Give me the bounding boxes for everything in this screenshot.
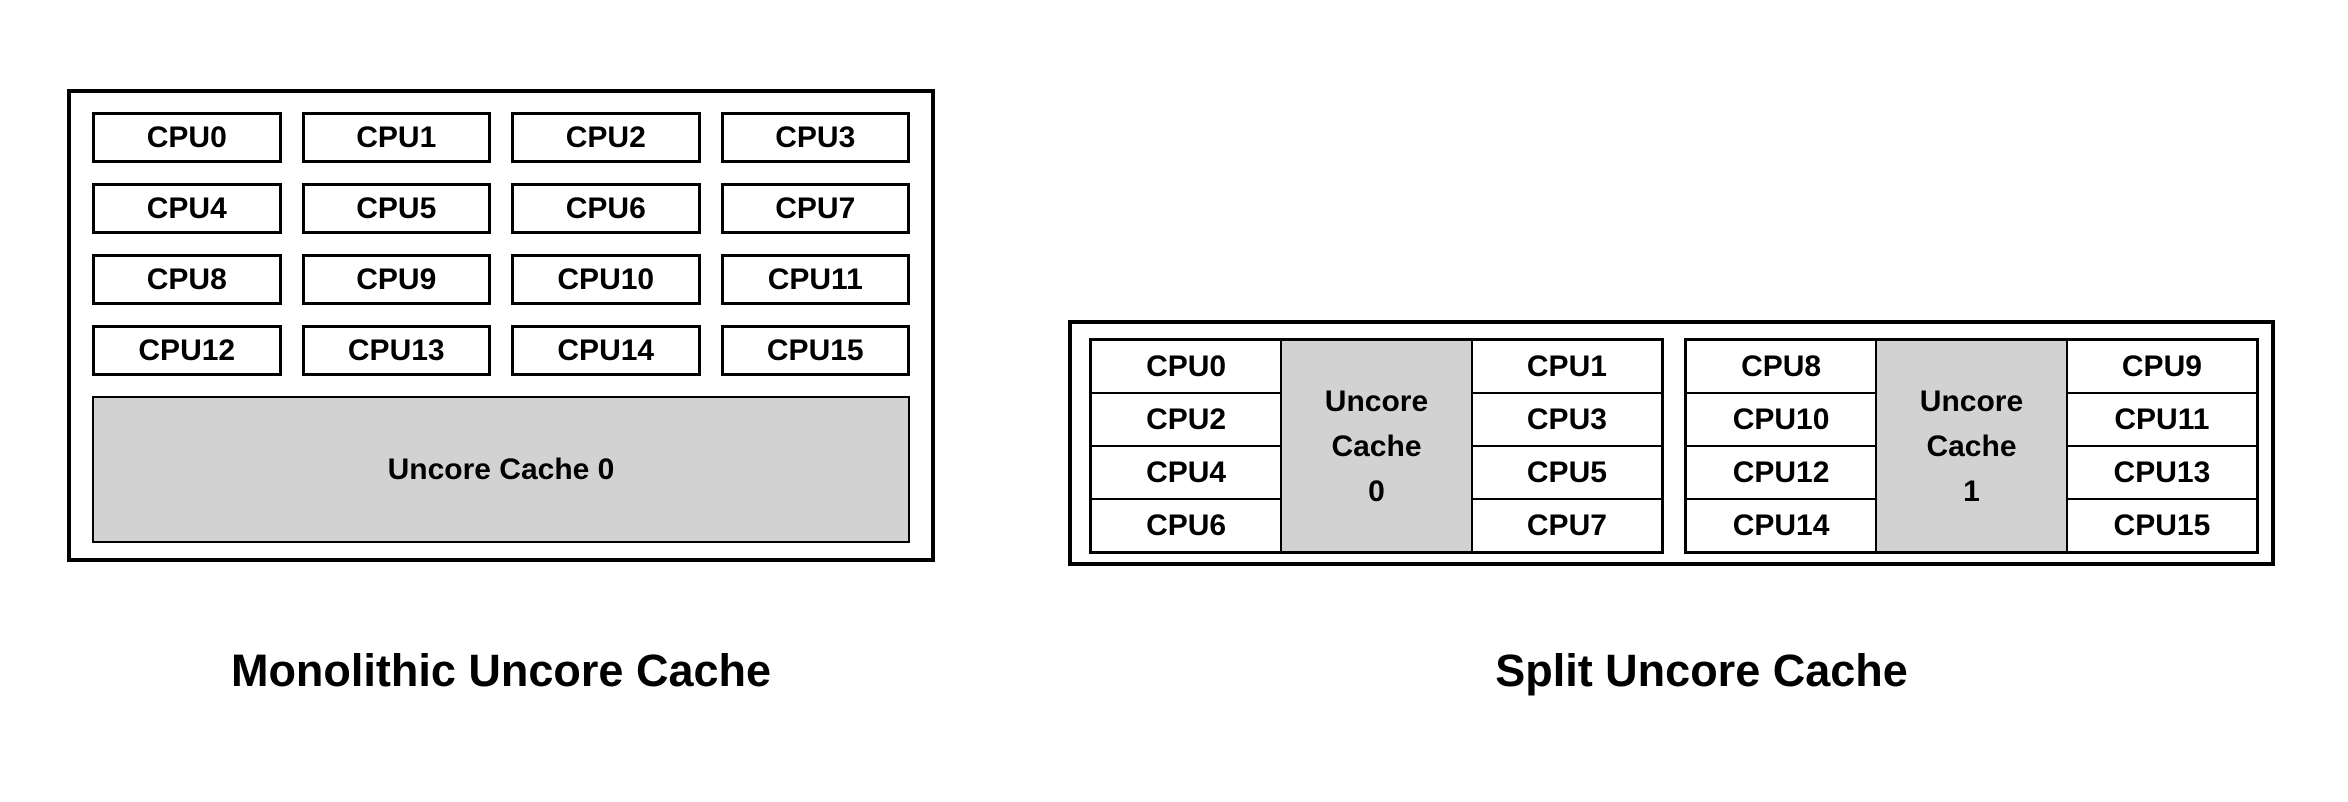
cpu-box: CPU2 [511, 112, 701, 163]
cpu-cell: CPU14 [1684, 498, 1878, 554]
split-cluster-0: CPU0 Uncore Cache 0 CPU1 CPU2 CPU3 CPU4 … [1089, 338, 1664, 554]
cpu-box: CPU9 [301, 254, 491, 305]
cpu-cell: CPU11 [2065, 392, 2259, 447]
cpu-box: CPU1 [301, 112, 491, 163]
cpu-cell: CPU6 [1089, 498, 1283, 554]
monolithic-cpu-grid: CPU0 CPU1 CPU2 CPU3 CPU4 CPU5 CPU6 CPU7 … [92, 112, 910, 376]
cpu-box: CPU0 [92, 112, 282, 163]
cpu-box: CPU8 [92, 254, 282, 305]
uncore-cache-label-line: Cache [1926, 429, 2017, 463]
cpu-box: CPU10 [511, 254, 701, 305]
cpu-cell: CPU4 [1089, 445, 1283, 500]
uncore-cache-0-box: Uncore Cache 0 [92, 396, 910, 543]
cpu-cell: CPU13 [2065, 445, 2259, 500]
uncore-cache-label-line: 0 [1368, 474, 1385, 508]
cpu-box: CPU11 [720, 254, 910, 305]
monolithic-diagram: CPU0 CPU1 CPU2 CPU3 CPU4 CPU5 CPU6 CPU7 … [67, 89, 935, 562]
uncore-cache-label-line: Cache [1331, 429, 1422, 463]
split-cluster-1: CPU8 Uncore Cache 1 CPU9 CPU10 CPU11 CPU… [1684, 338, 2259, 554]
split-caption: Split Uncore Cache [1495, 645, 1908, 696]
cpu-cell: CPU5 [1470, 445, 1664, 500]
cpu-box: CPU7 [720, 183, 910, 234]
cpu-box: CPU4 [92, 183, 282, 234]
monolithic-caption: Monolithic Uncore Cache [230, 645, 772, 696]
cpu-box: CPU3 [720, 112, 910, 163]
uncore-cache-label-line: 1 [1963, 474, 1980, 508]
cpu-cell: CPU9 [2065, 338, 2259, 394]
cpu-box: CPU13 [301, 325, 491, 376]
cpu-cell: CPU2 [1089, 392, 1283, 447]
split-diagram: CPU0 Uncore Cache 0 CPU1 CPU2 CPU3 CPU4 … [1068, 320, 2275, 566]
uncore-cache-label-line: Uncore [1324, 384, 1429, 418]
cpu-cell: CPU8 [1684, 338, 1878, 394]
cpu-box: CPU6 [511, 183, 701, 234]
uncore-cache-0-label: Uncore Cache 0 [387, 452, 615, 486]
cpu-cell: CPU3 [1470, 392, 1664, 447]
cpu-cell: CPU1 [1470, 338, 1664, 394]
cpu-box: CPU14 [511, 325, 701, 376]
uncore-cache-label-line: Uncore [1919, 384, 2024, 418]
cpu-cell: CPU10 [1684, 392, 1878, 447]
cpu-box: CPU15 [720, 325, 910, 376]
cpu-box: CPU5 [301, 183, 491, 234]
cpu-cell: CPU12 [1684, 445, 1878, 500]
uncore-cache-0-cell: Uncore Cache 0 [1280, 338, 1473, 554]
cpu-cell: CPU0 [1089, 338, 1283, 394]
uncore-cache-1-cell: Uncore Cache 1 [1875, 338, 2068, 554]
cpu-cell: CPU15 [2065, 498, 2259, 554]
cpu-cell: CPU7 [1470, 498, 1664, 554]
cpu-box: CPU12 [92, 325, 282, 376]
